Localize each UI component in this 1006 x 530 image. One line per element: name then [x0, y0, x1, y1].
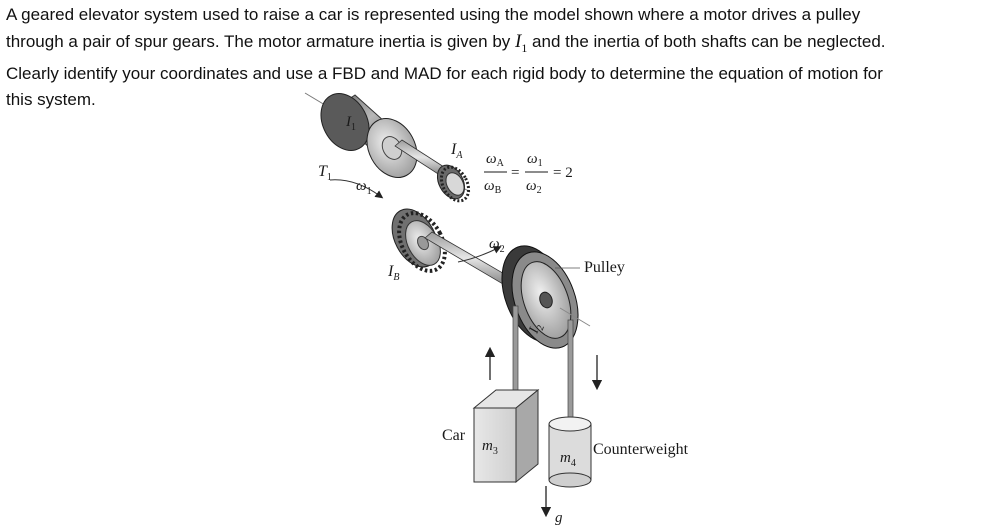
label-T1: T1 — [318, 163, 332, 183]
label-pulley: Pulley — [584, 259, 625, 276]
ratio-omega-2: ω2 — [526, 178, 542, 196]
ratio-omega-b: ωB — [484, 178, 502, 196]
omega2-rotation-arrow — [457, 246, 502, 263]
pulley-axis-line — [559, 307, 591, 327]
label-I1: I1 — [345, 114, 356, 133]
gear-ratio-equation: ωA ωB = ω1 ω2 = 2 — [484, 151, 573, 196]
problem-line-3: Clearly identify your coordinates and us… — [6, 63, 883, 83]
label-car: Car — [442, 427, 466, 444]
problem-line-4: this system. — [6, 90, 96, 110]
problem-statement: A geared elevator system used to raise a… — [6, 2, 1004, 114]
problem-line-2-end: and the inertia of both shafts can be ne… — [527, 31, 886, 51]
ratio-omega-a: ωA — [486, 151, 505, 169]
problem-line-2-start: through a pair of spur gears. The motor … — [6, 31, 515, 51]
label-counterweight: Counterweight — [593, 441, 689, 458]
motor-inertia-drum — [320, 93, 418, 178]
problem-line-1: A geared elevator system used to raise a… — [6, 5, 861, 24]
counterweight-mass — [548, 416, 592, 488]
label-omega1: ω1 — [356, 178, 372, 197]
label-IA: IA — [450, 141, 463, 161]
pulley-wheel — [501, 245, 579, 349]
ratio-equals: = — [511, 165, 519, 181]
ratio-omega-1: ω1 — [527, 151, 543, 169]
car-mass — [472, 388, 540, 484]
label-g: g — [555, 510, 563, 526]
label-I2: I2 — [526, 321, 547, 337]
ratio-value: = 2 — [553, 165, 573, 181]
gear-b — [391, 208, 447, 273]
inertia-symbol-base: I — [515, 30, 522, 52]
gear-a — [436, 164, 471, 203]
counterweight-cable — [567, 319, 574, 419]
inertia-symbol: I1 — [515, 30, 528, 55]
label-m3: m3 — [482, 438, 498, 457]
label-IB: IB — [387, 263, 399, 283]
car-cable — [512, 305, 519, 395]
label-m4: m4 — [560, 450, 576, 469]
inertia-symbol-subscript: 1 — [521, 40, 528, 55]
omega1-rotation-arrow — [329, 179, 384, 199]
label-omega2: ω2 — [489, 236, 505, 255]
